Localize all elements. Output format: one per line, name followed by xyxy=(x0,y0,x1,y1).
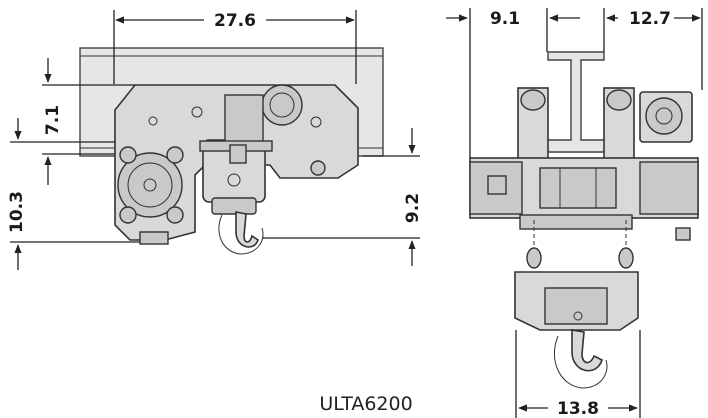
front-wheel-left xyxy=(117,152,183,218)
dim-side-right: 12.7 xyxy=(629,9,671,29)
dim-width-overall: 27.6 xyxy=(214,11,256,31)
dim-hook-spread: 13.8 xyxy=(557,399,599,418)
side-view xyxy=(469,51,699,389)
side-beam xyxy=(545,51,607,153)
side-hook xyxy=(571,329,603,372)
side-dimensions: 9.1 12.7 13.8 xyxy=(446,8,703,418)
dim-side-left: 9.1 xyxy=(490,9,520,29)
front-hook xyxy=(235,211,259,248)
front-motor-top xyxy=(261,84,303,126)
dim-trolley-height: 10.3 xyxy=(7,191,27,233)
dim-hook-drop: 9.2 xyxy=(403,193,423,223)
front-view xyxy=(79,47,384,255)
model-label: ULTA6200 xyxy=(319,393,412,415)
dim-beam-to-top: 7.1 xyxy=(43,105,63,135)
front-dimensions: 27.6 7.1 10.3 9.2 xyxy=(7,10,423,270)
